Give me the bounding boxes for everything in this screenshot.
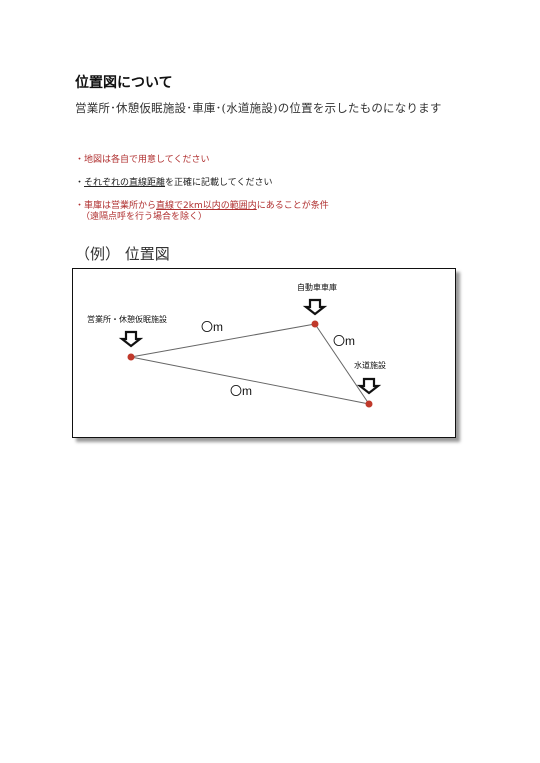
garage-label: 自動車車庫 — [297, 282, 337, 292]
note-distance: ・それぞれの直線距離を正確に記載してください — [75, 178, 273, 189]
bullet: ・ — [75, 155, 85, 165]
office-label: 営業所・休憩仮眠施設 — [87, 314, 167, 324]
arrow-down-icon — [356, 377, 382, 395]
example-title: （例） 位置図 — [75, 245, 170, 263]
location-map: 営業所・休憩仮眠施設 自動車車庫 水道施設 〇m 〇m 〇m — [72, 268, 456, 438]
bullet: ・ — [75, 178, 85, 188]
distance-label: 〇m — [230, 384, 252, 398]
water-facility-label: 水道施設 — [354, 360, 386, 370]
bullet: ・ — [75, 201, 85, 211]
arrow-down-icon — [118, 330, 144, 348]
line-office-water — [130, 356, 370, 405]
garage-marker — [311, 320, 319, 328]
distance-label: 〇m — [201, 320, 223, 334]
page-title: 位置図について — [75, 75, 173, 91]
line-office-garage — [130, 323, 316, 358]
note-underlined: 直線で2km以内の範囲内 — [156, 201, 257, 211]
note-map: ・地図は各自で用意してください — [75, 155, 209, 166]
map-frame: 営業所・休憩仮眠施設 自動車車庫 水道施設 〇m 〇m 〇m — [72, 268, 456, 438]
note-text: 地図は各自で用意してください — [84, 155, 210, 165]
note-text: 車庫は営業所から — [84, 201, 157, 211]
office-marker — [127, 353, 135, 361]
map-diagram: 営業所・休憩仮眠施設 自動車車庫 水道施設 〇m 〇m 〇m — [87, 282, 386, 408]
line-garage-water — [314, 323, 370, 405]
page-subtitle: 営業所･休憩仮眠施設･車庫･(水道施設)の位置を示したものになります — [75, 101, 442, 115]
note-text: を正確に記載してください — [165, 178, 273, 188]
note-garage: ・車庫は営業所から直線で2km以内の範囲内にあることが条件 （遠隔点呼を行う場合… — [75, 201, 329, 223]
distance-label: 〇m — [333, 334, 355, 348]
note-underlined: それぞれの直線距離 — [84, 178, 166, 188]
note-text: にあることが条件 — [256, 201, 329, 211]
water-facility-marker — [365, 400, 373, 408]
arrow-down-icon — [302, 298, 328, 316]
note-line2: （遠隔点呼を行う場合を除く） — [81, 212, 208, 222]
